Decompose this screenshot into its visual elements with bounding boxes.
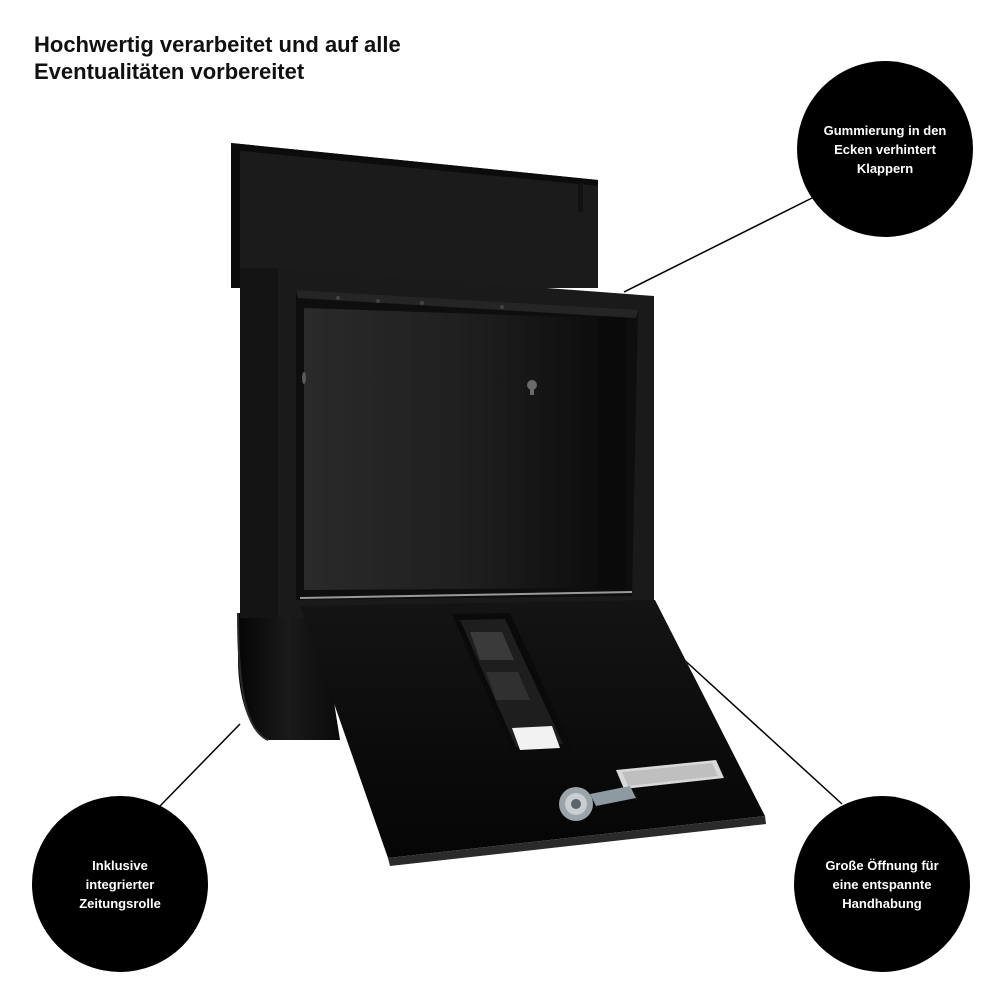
callout-line: Zeitungsrolle (79, 895, 161, 911)
callout-rubber-corners: Gummierung in den Ecken verhintert Klapp… (797, 61, 973, 237)
callout-line: Klappern (856, 160, 914, 176)
mailbox-body (240, 268, 654, 618)
callout-line: integrierter (85, 876, 155, 892)
callout-connector-top (623, 197, 813, 293)
callout-large-opening: Große Öffnung für eine entspannte Handha… (794, 796, 970, 972)
mailbox-lid (231, 143, 598, 288)
headline: Hochwertig verarbeitet und auf alle Even… (34, 31, 654, 85)
callout-line: Gummierung in den (823, 122, 947, 138)
callout-line: Inklusive (92, 857, 148, 873)
callout-connector-left (159, 723, 241, 807)
name-plate (616, 760, 724, 789)
callout-connector-right (679, 655, 843, 805)
headline-line-2: Eventualitäten vorbereitet (34, 59, 305, 84)
mailbox-flap (300, 600, 766, 866)
callout-line: Ecken verhintert (834, 141, 936, 157)
headline-line-1: Hochwertig verarbeitet und auf alle (34, 32, 401, 57)
callout-line: eine entspannte (832, 876, 932, 892)
callout-line: Handhabung (842, 895, 922, 911)
callout-newspaper-roll: Inklusive integrierter Zeitungsrolle (32, 796, 208, 972)
callout-line: Große Öffnung für (825, 857, 939, 873)
lock (559, 786, 636, 821)
